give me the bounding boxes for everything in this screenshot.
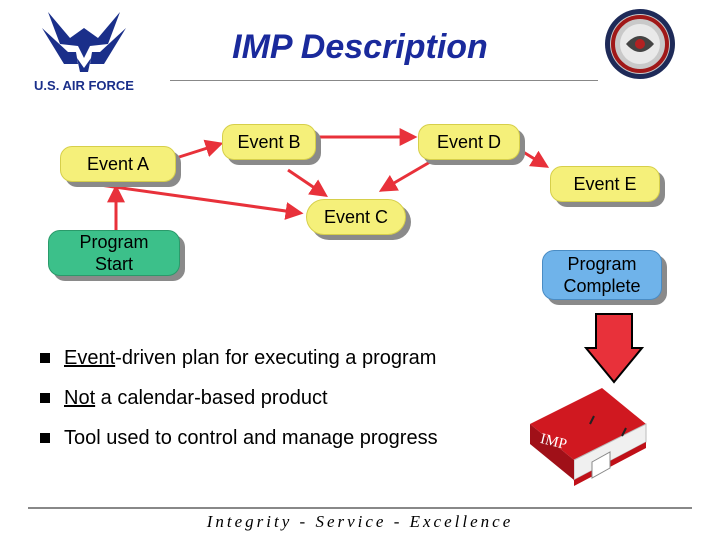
- logo-text: U.S. AIR FORCE: [34, 78, 134, 93]
- node-program-start: Program Start: [48, 230, 180, 276]
- node-program-complete: Program Complete: [542, 250, 662, 300]
- bullet-3-text: Tool used to control and manage progress: [64, 426, 438, 449]
- arrow-a-to-c: [99, 183, 304, 220]
- node-event-a: Event A: [60, 146, 176, 182]
- bullet-2-text: a calendar-based product: [95, 386, 328, 409]
- program-office-seal-icon: [604, 8, 676, 80]
- bullet-square-icon: [40, 433, 50, 443]
- node-event-c: Event C: [306, 199, 406, 235]
- arrow-d-to-c: [378, 160, 431, 192]
- footer-divider: [28, 507, 692, 509]
- red-binder-icon: [530, 388, 647, 486]
- arrow-a-to-b: [175, 139, 224, 160]
- footer-motto: Integrity - Service - Excellence: [206, 512, 514, 531]
- arrow-b-to-c: [287, 168, 328, 198]
- bullet-2-underlined: Not: [64, 386, 96, 409]
- bullet-1-text: -driven plan for executing a program: [115, 346, 437, 369]
- bullet-1-underlined: Event: [64, 346, 116, 369]
- down-arrow-icon: [584, 313, 644, 384]
- page-title: IMP Description: [232, 28, 488, 66]
- us-air-force-wings-icon: [42, 12, 126, 72]
- arrow-d-to-e: [519, 148, 550, 168]
- node-event-d: Event D: [418, 124, 520, 160]
- bullet-list: Event-driven plan for executing a progra…: [40, 338, 530, 458]
- bullet-item-2: Not a calendar-based product: [40, 378, 530, 418]
- bullet-square-icon: [40, 353, 50, 363]
- node-event-e: Event E: [550, 166, 660, 202]
- air-force-logo: U.S. AIR FORCE: [28, 8, 140, 94]
- bullet-item-1: Event-driven plan for executing a progra…: [40, 338, 530, 378]
- diagram-arrows: [99, 128, 550, 230]
- imp-binder: IMP: [526, 384, 650, 494]
- bullet-square-icon: [40, 393, 50, 403]
- bullet-item-3: Tool used to control and manage progress: [40, 418, 530, 458]
- title-divider: [170, 80, 598, 81]
- node-event-b: Event B: [222, 124, 316, 160]
